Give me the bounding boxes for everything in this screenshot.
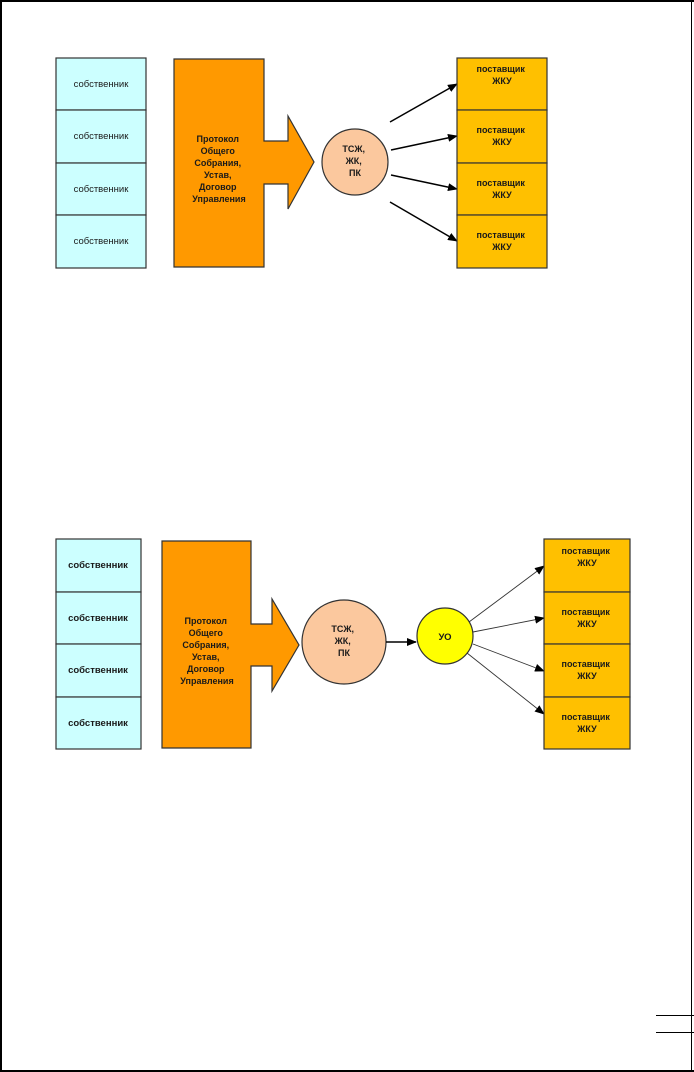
partnership-label: ТСЖ, ЖК, ПК xyxy=(331,624,356,658)
corner-mark-top xyxy=(656,1015,694,1016)
corner-mark-bottom xyxy=(656,1032,694,1033)
manager-circle xyxy=(416,607,474,665)
diagram-1: собственник собственник собственник собс… xyxy=(55,57,548,269)
supplier-box xyxy=(456,57,548,111)
partnership-label: ТСЖ, ЖК, ПК xyxy=(342,144,367,178)
manager-label: УО xyxy=(438,632,451,643)
supplier-label: поставщик ЖКУ xyxy=(562,607,613,629)
owner-box xyxy=(55,109,147,164)
owner-label: собственник xyxy=(74,184,130,195)
owner-label: собственник xyxy=(74,79,130,90)
supplier-label: поставщик ЖКУ xyxy=(562,546,613,568)
owner-box xyxy=(55,162,147,216)
owner-label: собственник xyxy=(74,236,130,247)
connector-arrow xyxy=(472,615,545,633)
owner-box xyxy=(55,696,142,750)
connector-arrow xyxy=(389,83,458,123)
connector-arrow xyxy=(466,652,545,715)
supplier-box xyxy=(543,643,631,698)
supplier-box xyxy=(456,214,548,269)
supplier-label: поставщик ЖКУ xyxy=(477,64,528,86)
owner-label: собственник xyxy=(68,560,128,571)
owner-box xyxy=(55,214,147,269)
documents-arrow xyxy=(173,58,315,268)
documents-label: Протокол Общего Собрания, Устав, Договор… xyxy=(180,616,233,686)
connector-arrow xyxy=(390,174,458,192)
supplier-label: поставщик ЖКУ xyxy=(477,230,528,252)
documents-label: Протокол Общего Собрания, Устав, Договор… xyxy=(192,134,245,204)
supplier-box xyxy=(456,162,548,216)
supplier-label: поставщик ЖКУ xyxy=(562,659,613,681)
supplier-box xyxy=(543,696,631,750)
owners-column: собственник собственник собственник собс… xyxy=(55,57,147,269)
diagram-2: собственник собственник собственник собс… xyxy=(55,538,631,750)
documents-arrow xyxy=(161,540,300,749)
suppliers-column: поставщик ЖКУ поставщик ЖКУ поставщик ЖК… xyxy=(543,538,631,750)
connector-arrow xyxy=(390,133,458,151)
supplier-box xyxy=(456,109,548,164)
owner-label: собственник xyxy=(68,613,128,624)
owner-label: собственник xyxy=(68,665,128,676)
supplier-box xyxy=(543,591,631,645)
owner-box xyxy=(55,57,147,111)
supplier-label: поставщик ЖКУ xyxy=(562,712,613,734)
page-border-right xyxy=(691,2,692,1070)
owners-column: собственник собственник собственник собс… xyxy=(55,538,142,750)
supplier-label: поставщик ЖКУ xyxy=(477,178,528,200)
supplier-label: поставщик ЖКУ xyxy=(477,125,528,147)
owner-label: собственник xyxy=(74,131,130,142)
connector-arrow xyxy=(468,565,545,623)
owner-label: собственник xyxy=(68,718,128,729)
suppliers-column: поставщик ЖКУ поставщик ЖКУ поставщик ЖК… xyxy=(456,57,548,269)
owner-box xyxy=(55,591,142,645)
owner-box xyxy=(55,643,142,698)
connector-arrow xyxy=(389,201,458,242)
connector-arrow xyxy=(472,643,545,672)
partnership-circle xyxy=(321,128,389,196)
